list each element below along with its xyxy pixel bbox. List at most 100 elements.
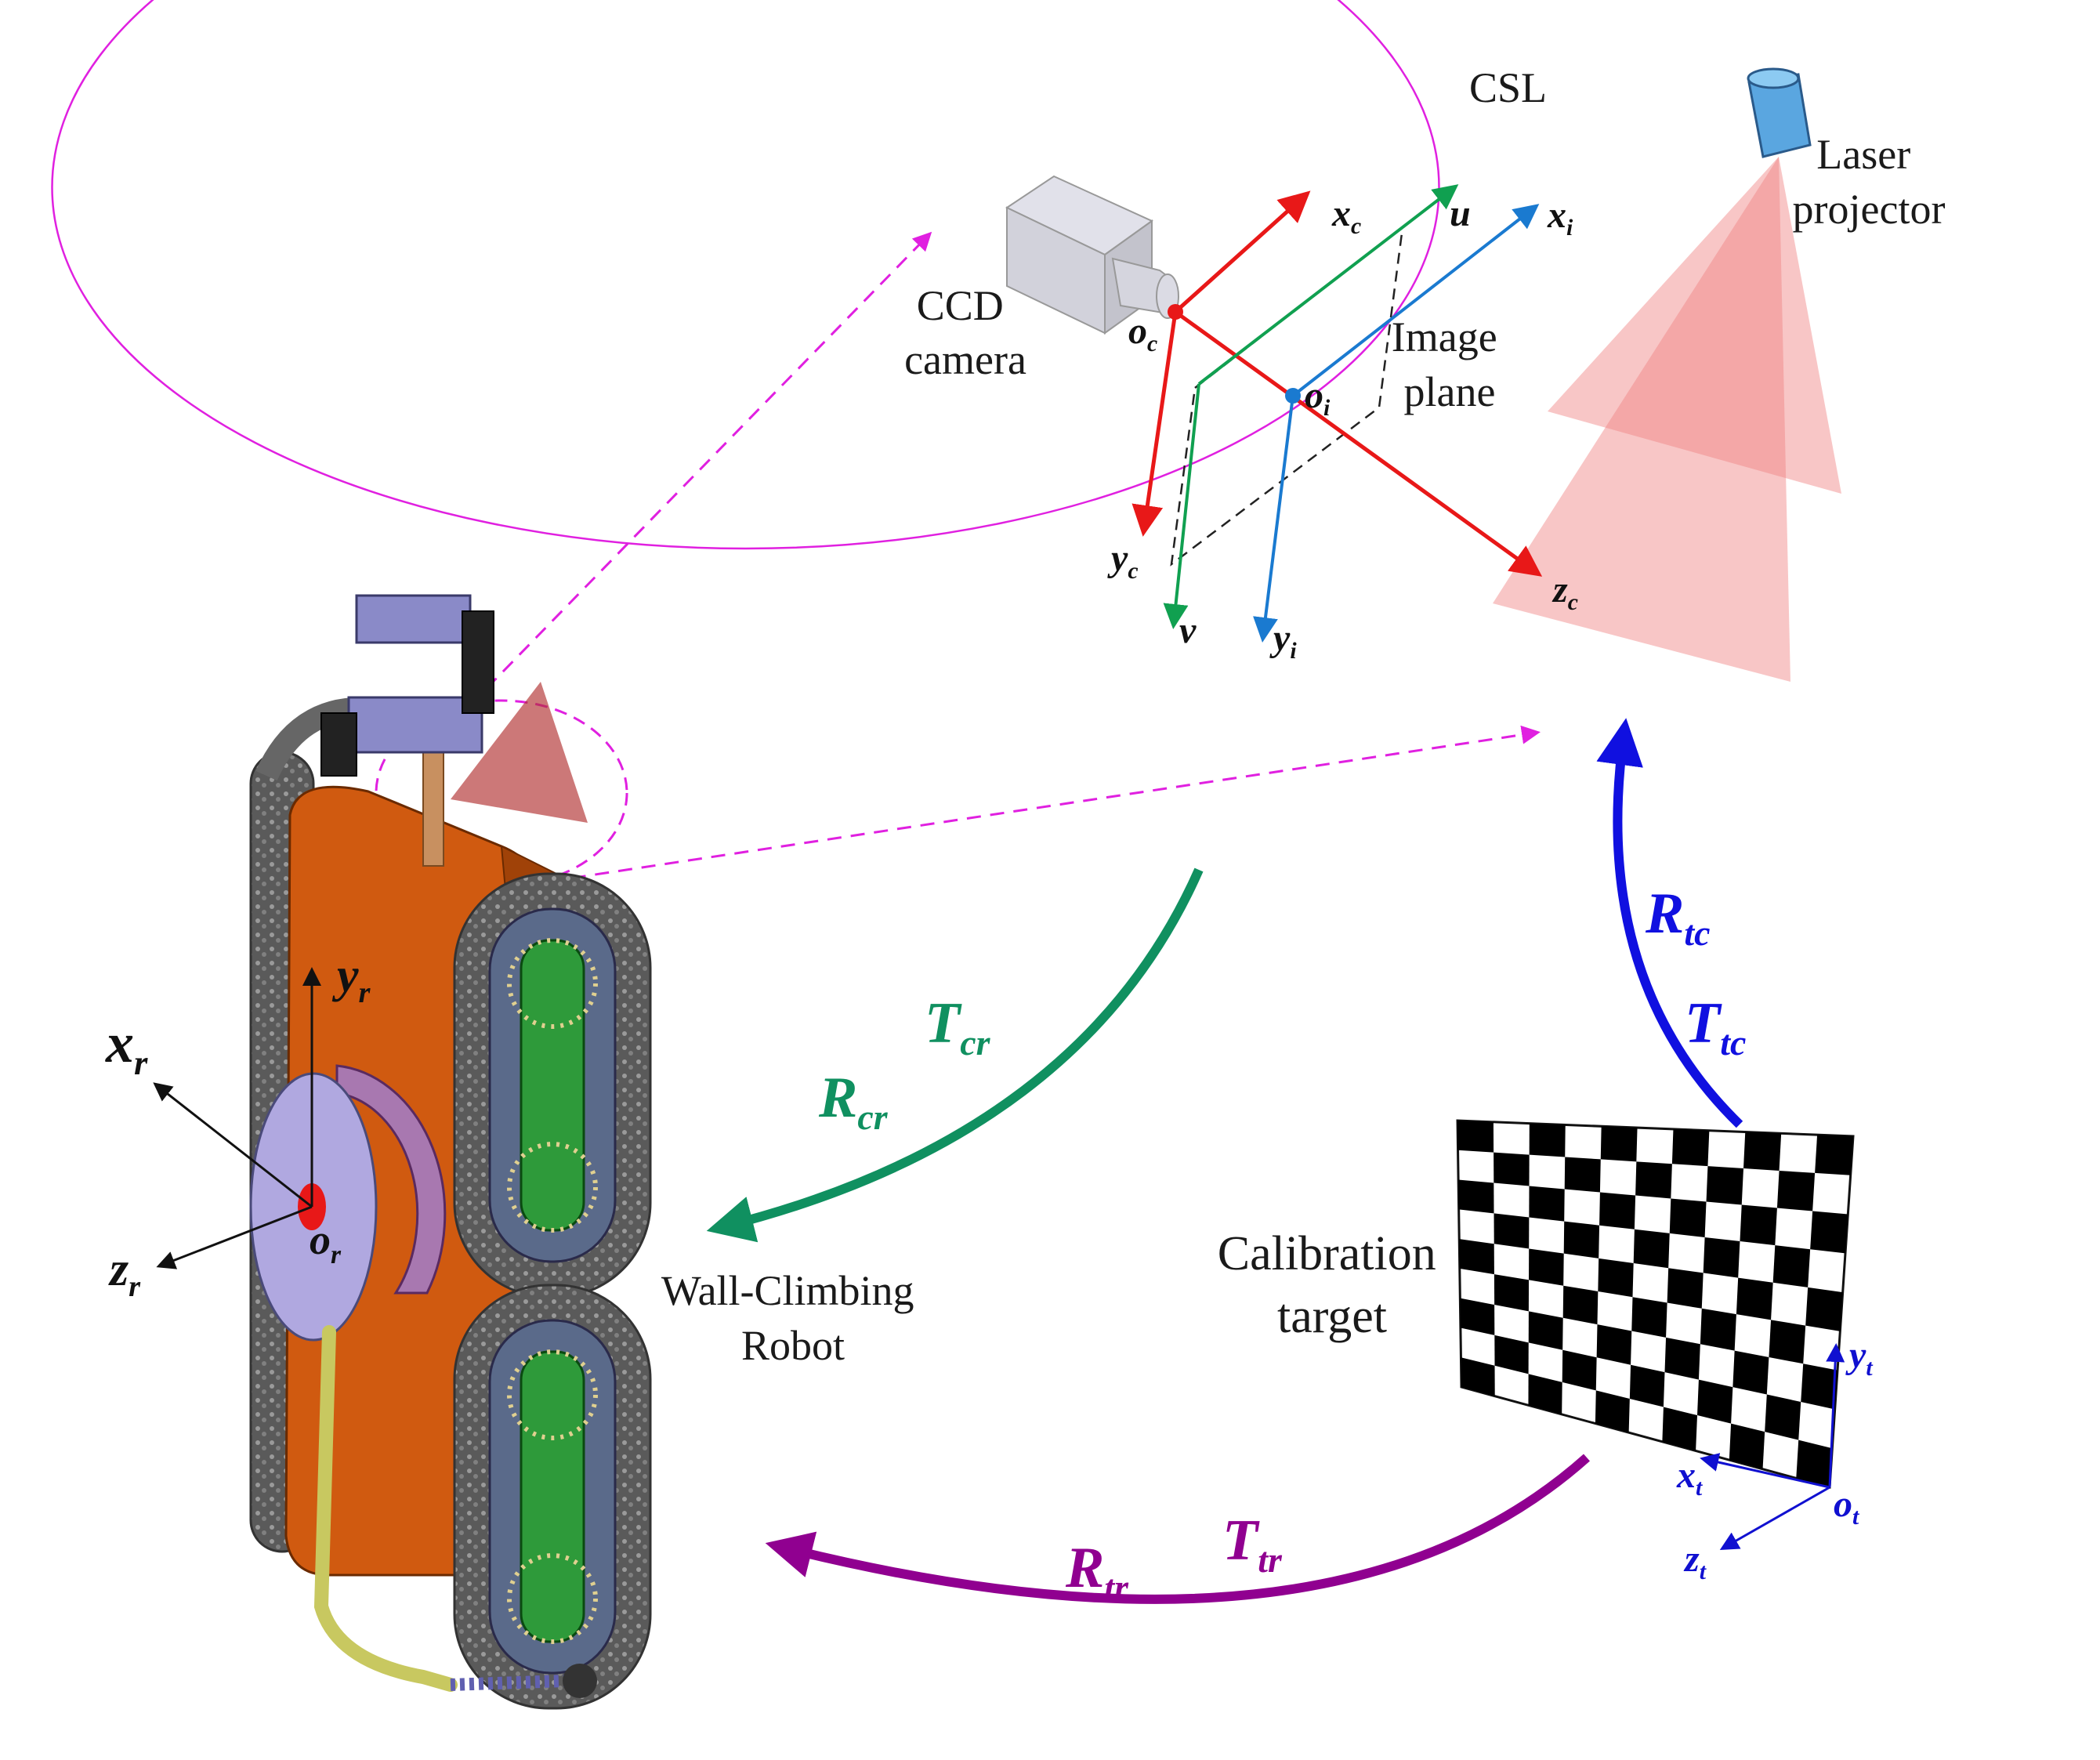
checker-square — [1528, 1311, 1563, 1350]
checker-square — [1563, 1221, 1600, 1258]
robot-gear-lower — [520, 1350, 585, 1643]
checker-square — [1598, 1258, 1634, 1298]
checker-square — [1599, 1192, 1636, 1229]
robot-magnet-ring — [335, 1064, 447, 1295]
checker-square — [1743, 1132, 1782, 1171]
xi-label: xi — [1547, 194, 1573, 241]
tr-transform-arrow — [765, 1454, 1590, 1604]
checker-square — [1629, 1364, 1665, 1407]
checker-square — [1769, 1320, 1806, 1364]
wall-climbing-robot — [249, 594, 652, 1710]
checker-square — [1600, 1126, 1638, 1162]
xc-label: xc — [1331, 193, 1361, 239]
rcr-label: Rcr — [818, 1066, 889, 1137]
checker-square — [1700, 1308, 1736, 1351]
robot-tail-spring — [450, 1675, 565, 1691]
robot-wheel-upper-b — [507, 1142, 598, 1233]
checker-square — [1805, 1287, 1843, 1331]
oc-label: oc — [1128, 310, 1157, 357]
csl-boundary-ellipse — [51, 0, 1440, 550]
laser-projector: Laser projector — [1493, 67, 1946, 682]
robot-sensor-mast — [422, 748, 444, 867]
robot-tail-wheel — [563, 1664, 597, 1698]
checker-square — [1772, 1245, 1811, 1287]
robot-gear-upper — [520, 939, 585, 1232]
robot-wheel-upper-a — [507, 938, 598, 1029]
image-y-axis — [1253, 395, 1294, 643]
yt-label: yt — [1845, 1334, 1873, 1381]
checker-square — [1529, 1123, 1566, 1157]
checker-square — [1815, 1135, 1853, 1175]
ttc-label: Ttc — [1685, 991, 1746, 1063]
checker-square — [1458, 1179, 1494, 1214]
checker-square — [1732, 1350, 1769, 1395]
zoom-line-upper — [469, 231, 932, 707]
calibration-target-label: Calibration target — [1218, 1227, 1446, 1343]
laser-plane-left — [1548, 157, 1841, 494]
laser-projector-icon — [1747, 67, 1812, 158]
checker-square — [1633, 1229, 1670, 1269]
checker-square — [1703, 1237, 1740, 1278]
rtr-label: Rtr — [1065, 1536, 1129, 1607]
checker-square — [1631, 1297, 1667, 1338]
checker-square — [1810, 1211, 1848, 1254]
robot-laser-fan — [451, 682, 588, 823]
robot-wheel-lower-a — [507, 1349, 598, 1440]
checker-square — [1494, 1334, 1529, 1374]
robot-wheel-lower-b — [507, 1553, 598, 1644]
zc-label: zc — [1551, 569, 1578, 615]
robot-motor-a — [462, 610, 494, 714]
checker-square — [1671, 1128, 1710, 1167]
checker-square — [1740, 1204, 1777, 1246]
checker-square — [1662, 1407, 1698, 1451]
checker-square — [1697, 1379, 1733, 1424]
checker-square — [1460, 1298, 1495, 1335]
checker-square — [1729, 1423, 1765, 1469]
zr-label: zr — [108, 1243, 141, 1303]
yi-label: yi — [1269, 617, 1297, 664]
checker-square — [1736, 1277, 1773, 1320]
checker-square — [1706, 1166, 1743, 1205]
checker-square — [1595, 1390, 1630, 1433]
or-label: or — [310, 1216, 342, 1269]
ccd-camera: CCD camera — [904, 175, 1179, 383]
checker-square — [1796, 1440, 1833, 1487]
checker-square — [1635, 1161, 1672, 1199]
robot-sensor-mount — [347, 696, 483, 754]
rtc-label: Rtc — [1645, 882, 1710, 953]
ttr-label: Ttr — [1222, 1508, 1283, 1580]
robot-motor-b — [320, 712, 357, 777]
target-x-axis — [1700, 1453, 1830, 1489]
laser-projector-label: Laser projector — [1793, 131, 1946, 233]
checker-square — [1776, 1170, 1816, 1211]
checker-square — [1529, 1248, 1564, 1286]
checkerboard — [1456, 1119, 1855, 1489]
checker-square — [1596, 1324, 1632, 1365]
robot-sensor-bracket — [355, 594, 472, 644]
checker-square — [1494, 1213, 1530, 1249]
checker-square — [1494, 1152, 1530, 1186]
oi-label: oi — [1305, 375, 1331, 421]
image-v-axis — [1163, 383, 1200, 629]
v-label: v — [1179, 610, 1197, 651]
image-plane-label: Image plane — [1392, 313, 1508, 415]
tcr-label: Tcr — [925, 991, 991, 1063]
checker-square — [1664, 1337, 1700, 1380]
csl-label: CSL — [1469, 64, 1547, 111]
yc-label: yc — [1107, 538, 1139, 584]
ccd-camera-label: CCD camera — [904, 282, 1026, 383]
checker-square — [1562, 1285, 1599, 1325]
xt-label: xt — [1676, 1454, 1703, 1501]
checker-square — [1564, 1157, 1601, 1193]
robot-tail-linkage — [313, 1325, 458, 1692]
target-z-axis — [1719, 1486, 1830, 1550]
image-plane-outline — [1170, 225, 1404, 567]
checker-square — [1457, 1121, 1494, 1153]
camera-origin-dot — [1168, 304, 1183, 320]
robot-z-axis — [156, 1205, 313, 1269]
zoom-line-lower — [548, 725, 1541, 883]
ccd-camera-icon — [1005, 175, 1179, 335]
xr-label: xr — [105, 1012, 148, 1082]
image-origin-dot — [1285, 388, 1301, 404]
